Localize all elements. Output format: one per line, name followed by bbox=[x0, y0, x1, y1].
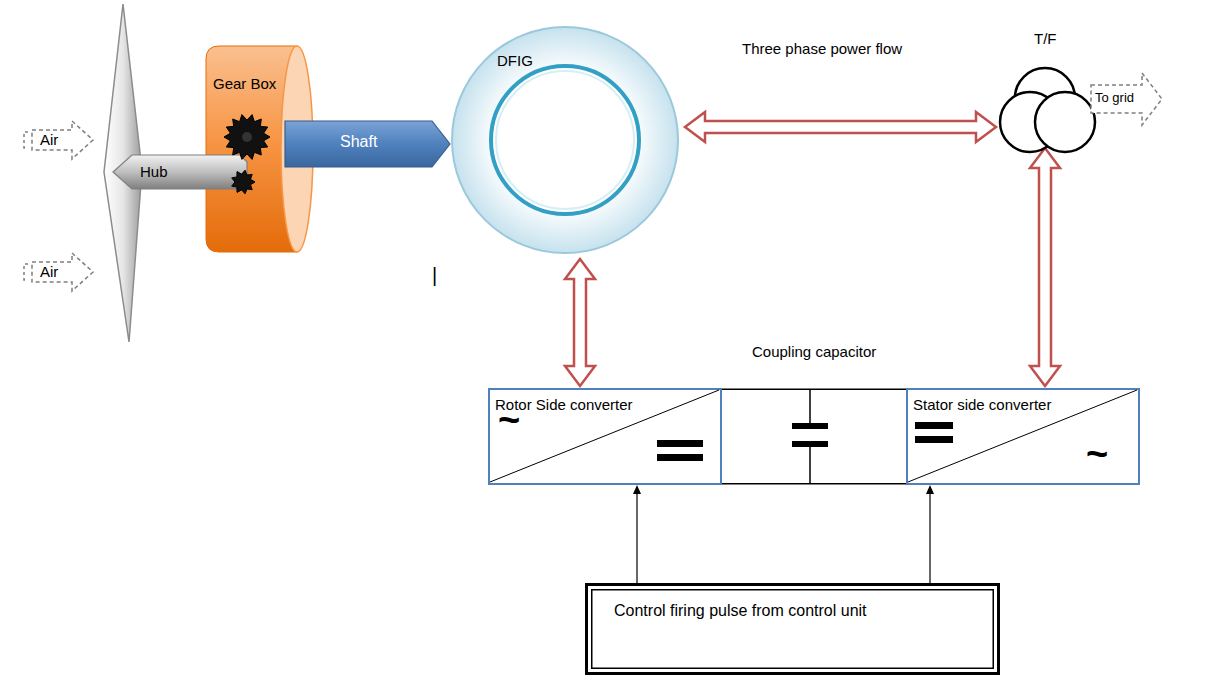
dfig-label: DFIG bbox=[497, 52, 533, 69]
dfig-circle-outline bbox=[450, 25, 682, 257]
dfig-circle-part bbox=[452, 27, 678, 253]
dfig-circle: DFIG bbox=[450, 25, 682, 257]
coupling-capacitor bbox=[792, 389, 828, 484]
air-arrow: Air bbox=[22, 252, 94, 292]
grid-arrow-part bbox=[1091, 73, 1162, 125]
converter-box-part bbox=[657, 454, 703, 461]
shaft-part bbox=[242, 132, 252, 142]
air-arrow-part bbox=[24, 132, 28, 148]
edge-label: Three phase power flow bbox=[742, 40, 902, 57]
air-arrow-part bbox=[32, 121, 93, 159]
ac-symbol: ~ bbox=[1086, 442, 1108, 466]
control-signal-arrow bbox=[633, 485, 641, 583]
gear-box-label: Gear Box bbox=[213, 75, 276, 92]
transformer-outline bbox=[998, 28, 1098, 156]
hub: Hub bbox=[112, 152, 248, 192]
transformer: T/F bbox=[998, 28, 1098, 156]
hub-outline bbox=[112, 152, 248, 192]
ac-symbol: ~ bbox=[498, 408, 520, 432]
hub-label: Hub bbox=[140, 163, 168, 180]
shaft: Shaft bbox=[282, 115, 452, 173]
transformer-part bbox=[1035, 92, 1095, 152]
dfig-circle-part bbox=[496, 71, 634, 209]
converter-label: Stator side converter bbox=[911, 396, 1053, 413]
converter-box: Stator side converter ~ bbox=[906, 388, 1140, 485]
converter-box-part bbox=[915, 436, 953, 443]
transformer-label: T/F bbox=[1034, 30, 1057, 47]
dfig-circle-part bbox=[491, 66, 639, 214]
control-unit-box: Control firing pulse from control unit bbox=[585, 583, 1000, 675]
dc-link-wire bbox=[722, 389, 906, 484]
air-arrow-part bbox=[32, 253, 93, 291]
shaft-part bbox=[285, 121, 450, 167]
shaft-part bbox=[232, 170, 255, 194]
grid-label: To grid bbox=[1095, 91, 1134, 106]
converter-box-part bbox=[908, 390, 1137, 482]
converter-box-part bbox=[490, 390, 719, 482]
cursor-mark: | bbox=[432, 264, 437, 287]
air-arrow: Air bbox=[22, 120, 94, 160]
air-label: Air bbox=[40, 131, 58, 148]
shaft-label: Shaft bbox=[340, 133, 377, 151]
hub-part bbox=[113, 155, 247, 189]
converter-box-part bbox=[915, 422, 953, 429]
grid-arrow: To grid bbox=[1090, 72, 1164, 126]
control-label: Control firing pulse from control unit bbox=[614, 602, 867, 620]
power-connector bbox=[565, 259, 595, 386]
arrow-head bbox=[926, 485, 934, 494]
power-flow-arrow bbox=[565, 259, 595, 386]
shaft-part bbox=[224, 115, 270, 160]
power-connector bbox=[1030, 148, 1060, 386]
air-label: Air bbox=[40, 263, 58, 280]
converter-box: Rotor Side converter~ bbox=[488, 388, 722, 485]
signal-line bbox=[929, 493, 930, 583]
power-flow-arrow bbox=[685, 112, 996, 142]
power-flow-arrow bbox=[1030, 148, 1060, 386]
control-signal-arrow bbox=[926, 485, 934, 583]
capacitor-label: Coupling capacitor bbox=[752, 343, 876, 360]
arrow-head bbox=[633, 485, 641, 494]
signal-line bbox=[636, 493, 637, 583]
wire bbox=[722, 389, 906, 484]
converter-box-part bbox=[657, 440, 703, 447]
power-connector bbox=[685, 112, 996, 142]
air-arrow-part bbox=[24, 264, 28, 280]
